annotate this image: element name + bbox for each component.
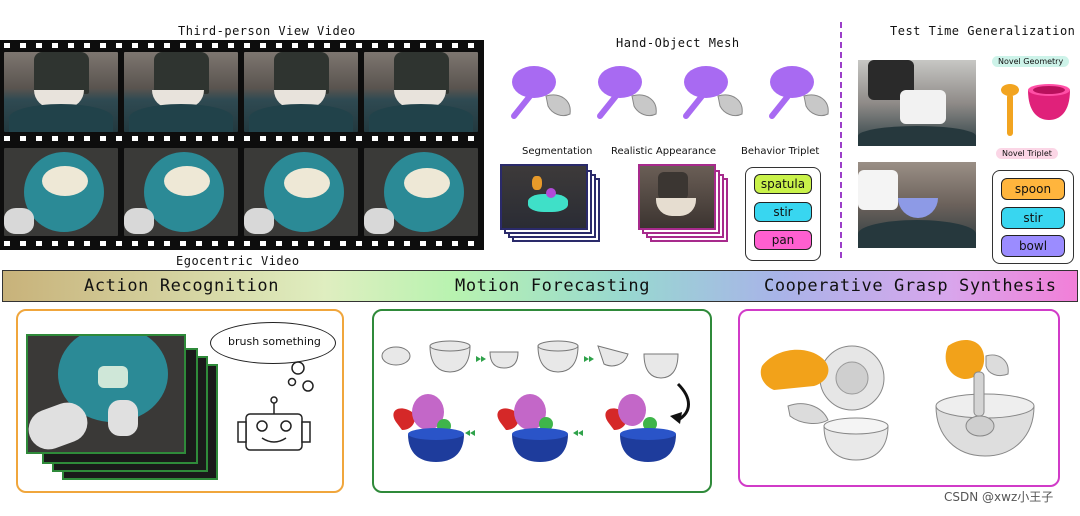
realistic-appearance-title: Realistic Appearance	[611, 146, 716, 157]
behavior-pill-action: stir	[754, 202, 812, 222]
grasp-scene-2	[935, 340, 1035, 457]
third-person-frame	[4, 52, 118, 132]
section-divider	[840, 22, 842, 258]
mesh-pan-1	[511, 66, 571, 119]
behavior-pill-target: pan	[754, 230, 812, 250]
egocentric-filmstrip	[0, 144, 484, 250]
third-person-frame	[124, 52, 238, 132]
test-photo-1	[858, 60, 976, 146]
grasp-scene-1	[760, 345, 889, 461]
mesh-pan-2	[597, 66, 657, 119]
novel-geometry-label: Novel Geometry	[992, 56, 1070, 67]
novel-triplet-label: Novel Triplet	[996, 148, 1058, 159]
hand-object-mesh-title: Hand-Object Mesh	[616, 36, 740, 50]
watermark: CSDN @xwz小王子	[944, 490, 1054, 504]
task-cooperative-grasp: Cooperative Grasp Synthesis	[764, 276, 1057, 296]
forward-arrows	[476, 356, 594, 362]
task-action-recognition: Action Recognition	[84, 276, 280, 296]
behavior-triplet-title: Behavior Triplet	[741, 146, 820, 157]
hand-object-mesh-sequence	[511, 66, 829, 119]
mesh-pan-3	[683, 66, 743, 119]
egocentric-frame	[124, 148, 238, 236]
test-photo-2	[858, 162, 976, 248]
novel-pill-target: bowl	[1001, 235, 1065, 257]
backward-arrows	[465, 430, 583, 436]
task-motion-forecasting: Motion Forecasting	[455, 276, 651, 296]
third-person-frame	[244, 52, 358, 132]
third-person-frame	[364, 52, 478, 132]
curved-arrow-icon	[676, 382, 690, 422]
egocentric-title: Egocentric Video	[176, 254, 300, 268]
egocentric-frame	[244, 148, 358, 236]
mesh-pan-4	[769, 66, 829, 119]
robot-icon	[237, 361, 314, 451]
novel-pill-object: spoon	[1001, 178, 1065, 200]
motion-forecasting-sequence	[381, 340, 690, 462]
behavior-pill-object: spatula	[754, 174, 812, 194]
egocentric-frame	[364, 148, 478, 236]
task-banner	[2, 270, 1078, 302]
speech-text: brush something	[228, 335, 321, 348]
bowl-icon	[1028, 84, 1070, 120]
speech-bubble	[210, 322, 336, 364]
third-person-filmstrip	[0, 40, 484, 144]
novel-geometry-objects	[1001, 84, 1070, 136]
novel-pill-action: stir	[1001, 207, 1065, 229]
test-time-title: Test Time Generalization	[890, 24, 1076, 38]
segmentation-title: Segmentation	[522, 146, 593, 157]
filmstrip-perforations	[4, 241, 474, 246]
egocentric-frame	[4, 148, 118, 236]
filmstrip-perforations	[4, 43, 474, 141]
cooperative-grasp-visual	[760, 340, 1035, 461]
third-person-title: Third-person View Video	[178, 24, 356, 38]
segmentation-image	[500, 164, 588, 230]
action-video-frame	[26, 334, 186, 454]
spoon-icon	[1001, 84, 1019, 136]
realistic-image	[638, 164, 716, 230]
